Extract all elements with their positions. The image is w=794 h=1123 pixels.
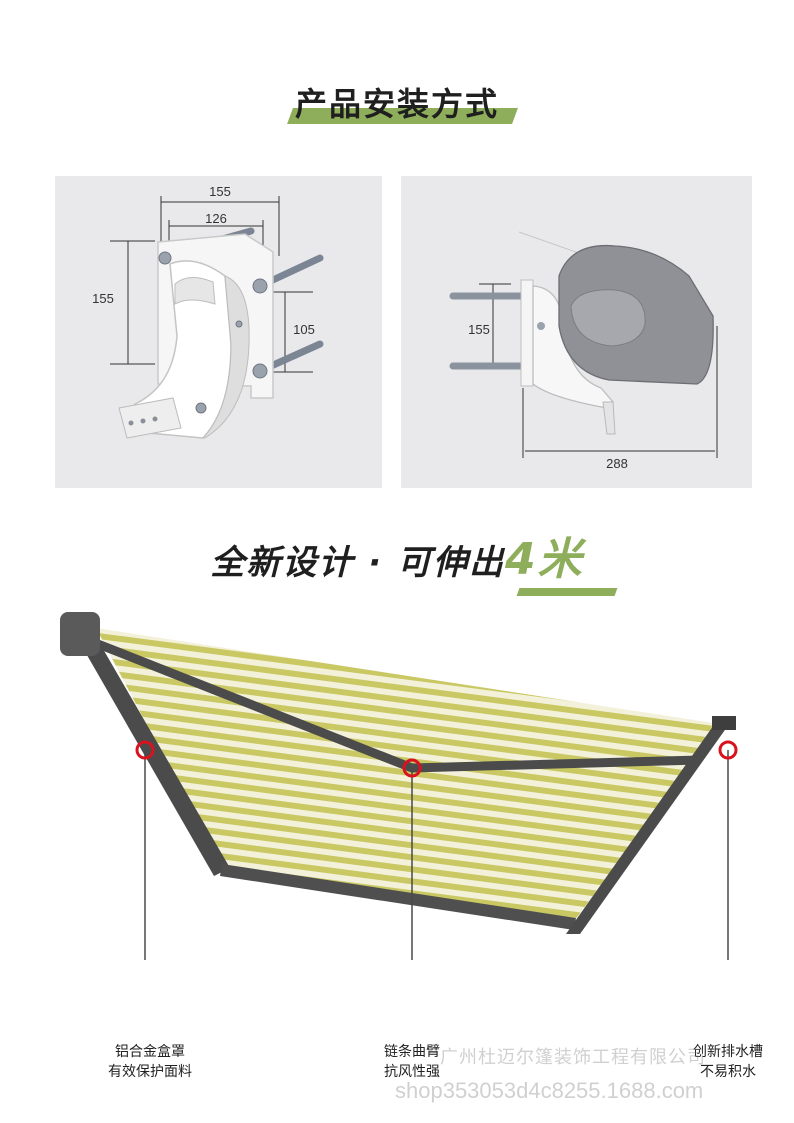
fabric-stripe <box>96 796 720 894</box>
dim-depth: 288 <box>606 456 628 471</box>
watermark-company: 广州杜迈尔篷装饰工程有限公司 <box>440 1047 706 1067</box>
fabric-stripe <box>96 760 720 858</box>
fabric-stripe <box>60 940 760 960</box>
dim-bolt-spacing: 105 <box>293 322 315 337</box>
watermark-shop-url: shop353053d4c8255.1688.com <box>395 1078 704 1103</box>
gutter-rail <box>566 720 732 934</box>
callout-desc: 抗风性强 <box>384 1064 440 1080</box>
dim-height: 155 <box>468 322 490 337</box>
bracket-side-diagram: 155 288 <box>401 176 752 488</box>
fabric-stripe <box>96 736 720 834</box>
fabric-stripe <box>96 652 720 750</box>
callout-title: 创新排水槽 <box>693 1044 763 1060</box>
bracket-front-diagram: 155 126 155 105 <box>55 176 382 488</box>
title-main: 全新设计 · 可伸出 <box>210 543 505 583</box>
fabric-stripe <box>96 772 720 870</box>
section-heading-design: 全新设计 · 可伸出4米 <box>0 532 794 602</box>
section-heading-installation: 产品安装方式 <box>0 82 794 132</box>
awning-illustration <box>60 612 760 960</box>
fabric-stripe <box>96 904 720 924</box>
fabric-stripe <box>96 832 720 924</box>
marker-arm <box>402 758 422 778</box>
fabric-stripe <box>96 916 720 924</box>
callout-desc: 不易积水 <box>700 1064 756 1080</box>
callout-desc: 有效保护面料 <box>108 1064 192 1080</box>
callout-title: 链条曲臂 <box>384 1044 440 1060</box>
dim-width-inner: 126 <box>205 211 227 226</box>
marker-gutter <box>718 740 738 760</box>
callout-arm: 链条曲臂 抗风性强 <box>352 1042 472 1082</box>
marker-cassette <box>135 740 155 760</box>
fabric-stripe <box>60 928 760 960</box>
fabric-stripe <box>96 640 720 738</box>
end-cap <box>60 612 100 656</box>
front-bar <box>220 864 576 930</box>
callout-cassette: 铝合金盒罩 有效保护面料 <box>85 1042 215 1082</box>
bracket-front-drawing: 155 126 155 105 <box>92 184 324 439</box>
dim-height: 155 <box>92 291 114 306</box>
fabric-stripe <box>96 820 720 918</box>
fabric-stripe <box>96 808 720 906</box>
fabric-stripe <box>60 952 760 960</box>
fabric-stripe <box>96 664 720 762</box>
fabric-stripe <box>96 700 720 798</box>
callout-markers <box>135 740 738 960</box>
callout-title: 铝合金盒罩 <box>115 1044 185 1060</box>
fabric-stripe <box>96 748 720 846</box>
section-title: 产品安装方式 <box>294 85 499 123</box>
dim-width-outer: 155 <box>209 184 231 199</box>
title-accent: 4米 <box>504 534 584 585</box>
bracket-side-drawing: 155 288 <box>449 231 718 471</box>
fabric-stripe <box>96 724 720 822</box>
callout-gutter: 创新排水槽 不易积水 <box>668 1042 788 1082</box>
fabric-stripe <box>96 784 720 882</box>
section-title: 全新设计 · 可伸出4米 <box>0 532 794 591</box>
